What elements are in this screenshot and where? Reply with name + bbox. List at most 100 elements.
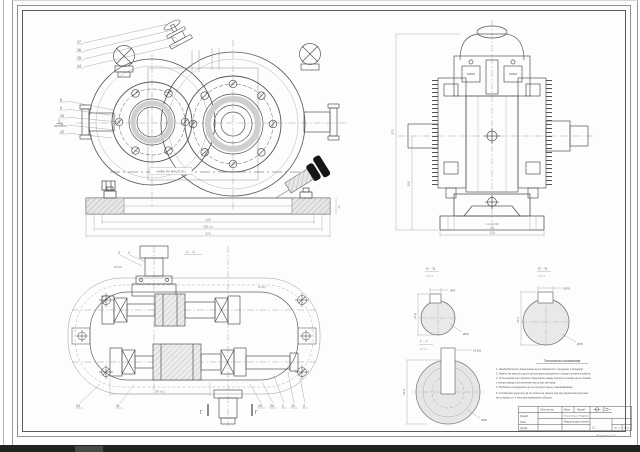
callout-label: 12 xyxy=(60,130,64,134)
detail-v-view: В - В М 5:1 10Р9 33,3 Ø35 xyxy=(516,266,583,347)
plan-labels: А - А Ø28к6 Ø45Н7 260 ±0,2 xyxy=(109,249,267,396)
front-oil-level: НИВО НА МАСЛОТО xyxy=(110,167,304,175)
tech-req-lines: 1. Необработените повърхнини да се обезм… xyxy=(496,367,592,400)
callout-label: 16 xyxy=(77,48,81,52)
side-view-drawing: 4 отв. Ø18 375 150 176 136 xyxy=(391,20,594,237)
front-right-cover xyxy=(184,75,282,173)
plan-input-shaft xyxy=(131,245,177,297)
tb-scale-value: 1:2 xyxy=(592,427,596,430)
taskbar xyxy=(0,445,640,452)
callout-label: 24 xyxy=(76,404,80,408)
front-left-cover-bolts xyxy=(114,89,190,155)
tb-row3-label: Одобр. xyxy=(520,427,528,430)
datum-symbol: ⊥ xyxy=(56,119,62,126)
front-housing xyxy=(88,48,306,197)
dim-label: 136 xyxy=(490,226,495,230)
section-mark: Г xyxy=(255,410,258,416)
tb-scale-label: Мащаб xyxy=(577,408,586,411)
front-dimensions xyxy=(85,198,337,238)
front-dipstick xyxy=(275,155,331,199)
tech-req-line: 1. Необработените повърхнини да се обезм… xyxy=(496,367,584,371)
plan-output-shaft xyxy=(213,389,243,425)
tb-product: Редуктор двустепенен xyxy=(564,421,589,424)
technical-requirements: Технически изисквания 1. Необработените … xyxy=(496,359,592,400)
detail-b-dims xyxy=(417,288,463,336)
oil-level-label: НИВО НА МАСЛОТО xyxy=(156,170,186,174)
front-centerlines xyxy=(76,40,348,210)
front-right-cover-bolts xyxy=(188,79,278,169)
front-eyebolt-left xyxy=(113,45,135,78)
detail-sections-bv: Б - Б М 5:1 6Р9 21,8 Ø25 В - В М 5:1 xyxy=(413,266,583,347)
side-flange-right xyxy=(517,77,552,199)
plan-housing-bolts xyxy=(76,293,312,379)
callout-label: 2 xyxy=(303,404,305,408)
front-callouts-top: 17 16 15 14 xyxy=(76,23,182,69)
callout-label: 9 xyxy=(60,106,62,110)
sheet-format-note: Формат А1 xyxy=(596,433,617,438)
callout-label: 10 xyxy=(60,114,64,118)
title-block: Разраб. Пров. Одобр. Маса Мащаб Общ черт… xyxy=(518,406,632,431)
section-view-label: А - А xyxy=(186,249,195,254)
sheet-frame-inner xyxy=(22,10,626,432)
tb-doc-no: Общ чертеж xyxy=(540,408,554,411)
callout-label: 11 xyxy=(60,122,64,126)
tech-req-line: 2. Нивото на маслото да се контролира пе… xyxy=(496,372,591,376)
callout-label: 15 xyxy=(258,404,262,408)
dim-label: 225 xyxy=(205,218,211,222)
side-dim-labels: 375 150 176 136 xyxy=(391,129,495,235)
side-dimensions xyxy=(395,33,545,237)
callout-label: 2 xyxy=(118,251,120,255)
front-eyebolt-right xyxy=(299,43,321,71)
detail-g-title: Г - Г xyxy=(420,339,429,344)
dim-label: 16 xyxy=(337,205,341,209)
tech-req-line: 4. Резбовите съединения да се осигурят с… xyxy=(496,385,573,389)
callout-label: 8 xyxy=(60,98,62,102)
plan-housing xyxy=(67,277,321,395)
window-left-edge xyxy=(3,0,4,445)
front-shaft-right xyxy=(303,103,340,141)
detail-section-g: Г - Г М 2:1 14Js9 51,8 Ø48 xyxy=(402,339,487,425)
plan-upper-shaft xyxy=(101,293,241,327)
tech-req-line: 5. Сглобеният редуктор да се изпита на п… xyxy=(496,391,589,395)
dim-label: 260 ±0,2 xyxy=(155,390,166,394)
keyway-width-label: 6Р9 xyxy=(450,289,456,293)
keyway-depth-label: 33,3 xyxy=(516,317,520,323)
tech-req-line: 3. Уплътненията на челните повърхнини ме… xyxy=(496,376,592,380)
title-block-text: Разраб. Пров. Одобр. Маса Мащаб Общ черт… xyxy=(520,408,632,430)
detail-b-scale: М 5:1 xyxy=(426,274,434,278)
taskbar-button[interactable] xyxy=(75,446,103,452)
base-holes-note: 4 отв. Ø18 xyxy=(485,222,499,226)
plan-view-drawing: Г Г А - А Ø28к6 Ø45Н7 260 ±0,2 2 1 24 11… xyxy=(67,245,321,426)
detail-v-dims xyxy=(520,286,577,346)
callout-label: 1 xyxy=(128,251,130,255)
tb-row1-label: Разраб. xyxy=(520,415,529,418)
detail-g-dims xyxy=(406,349,481,425)
dim-label: Ø28к6 xyxy=(114,265,123,269)
front-breather-cap xyxy=(163,19,193,50)
shaft-dia-label: Ø25 xyxy=(463,332,469,336)
keyway-depth-label: 21,8 xyxy=(413,313,417,319)
keyway-width-label: 10Р9 xyxy=(563,287,570,291)
sheet-frame-outer xyxy=(17,5,631,437)
plan-lower-shaft xyxy=(109,343,299,381)
plan-section-marks: Г Г xyxy=(200,404,258,416)
tech-req-line: с неизсъхваща уплътнителна паста при мон… xyxy=(496,382,556,385)
tech-req-line: не по-малко от 2 часа при номинални обор… xyxy=(496,396,553,400)
title-block-grid xyxy=(518,406,632,431)
tb-sheets: Листа 2 xyxy=(624,428,632,430)
front-dim-labels: 225 263 ±1 374 16 xyxy=(203,205,341,236)
tb-sheet: Лист 1 xyxy=(614,428,621,430)
tb-row2-label: Пров. xyxy=(520,421,527,424)
dim-label: 374 xyxy=(205,232,211,236)
callout-label: 11 xyxy=(116,404,120,408)
front-callouts-left: 8 9 10 11 12 xyxy=(59,98,119,139)
callout-label: 1 xyxy=(282,404,284,408)
shaft-dia-label: Ø48 xyxy=(481,418,487,422)
shaft-dia-label: Ø35 xyxy=(577,342,583,346)
tech-req-heading: Технически изисквания xyxy=(544,359,581,363)
side-shafts xyxy=(407,120,589,209)
dim-label: Ø45Н7 xyxy=(258,285,267,289)
dim-label: 375 xyxy=(391,129,395,135)
plan-callouts: 2 1 24 11 15 24 1 12 2 xyxy=(75,251,308,409)
callout-label: 12 xyxy=(291,404,295,408)
